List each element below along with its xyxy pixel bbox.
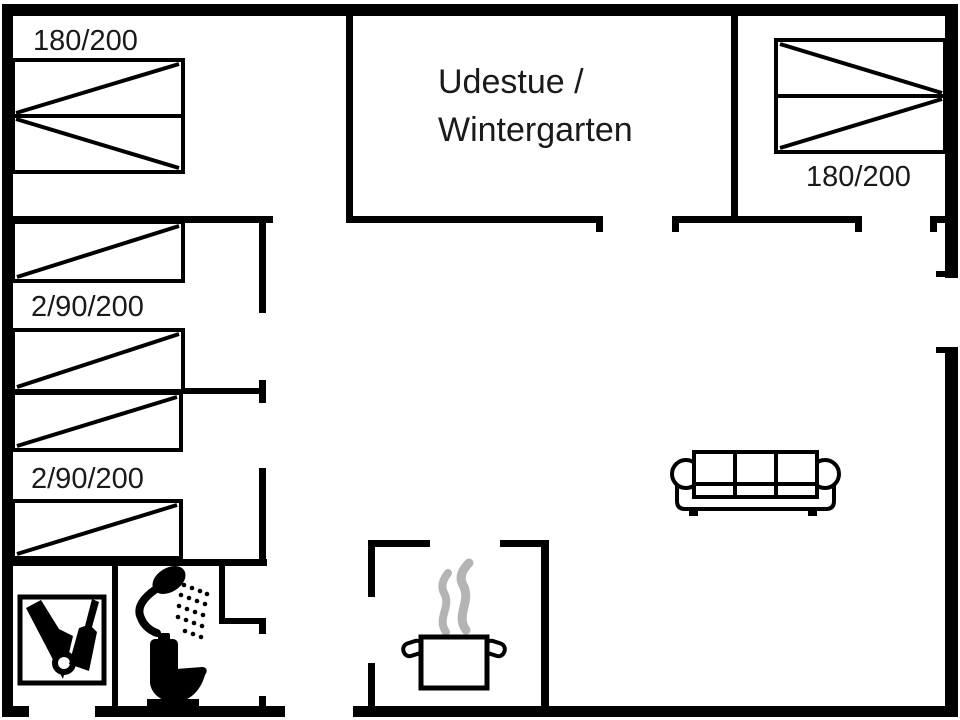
wall-conservatory-left	[346, 4, 353, 223]
bed-size-label: 180/200	[33, 25, 138, 57]
double-bed-icon	[11, 58, 185, 174]
bed-size-label: 180/200	[806, 161, 911, 193]
single-bed-icon	[11, 391, 183, 452]
wall-tick	[596, 223, 603, 232]
wall-outer-left	[2, 4, 13, 717]
wall-conservatory-bottom-left	[346, 216, 603, 223]
toilet-icon	[147, 633, 207, 707]
wall-doorframe-cap	[259, 380, 266, 403]
wall-kitchen-right	[541, 540, 549, 706]
wall-outer-bottom-left-foot	[2, 706, 29, 717]
single-bed-icon	[11, 328, 185, 393]
wall-tick	[930, 223, 937, 232]
double-bed-icon	[774, 38, 947, 154]
single-bed-icon	[11, 499, 183, 560]
wall-outer-right-upper	[945, 4, 958, 278]
wall-doorframe-cap	[259, 624, 266, 634]
wall-hallway-lower	[259, 468, 266, 564]
cooking-pot-icon	[401, 558, 507, 691]
wall-tick	[936, 271, 945, 277]
sofa-icon	[670, 450, 841, 516]
wall-kitchen-top-left	[368, 540, 430, 547]
wall-outer-bottom-right	[353, 706, 958, 717]
wall-doorframe-cap	[259, 696, 266, 706]
wall-tick	[672, 223, 679, 232]
shower-icon	[135, 566, 210, 640]
wall-outer-bottom-mid	[95, 706, 285, 717]
wall-hallway-upper	[259, 216, 266, 313]
room-name-line1: Udestue /	[438, 63, 584, 101]
wall-kitchen-top-right	[500, 540, 549, 547]
wall-outer-top	[2, 4, 958, 16]
bed-size-label: 2/90/200	[31, 291, 144, 323]
wall-toilet-step	[219, 618, 266, 624]
wall-bathroom-divider	[112, 559, 118, 706]
wall-bedroom-divider-a	[2, 216, 273, 223]
bed-size-label: 2/90/200	[31, 463, 144, 495]
room-name-line2: Wintergarten	[438, 111, 633, 149]
wall-bedroom-right-bottom	[930, 216, 958, 223]
wall-conservatory-bottom-right	[672, 216, 862, 223]
wall-bedroom-divider-b	[181, 388, 266, 394]
walls	[2, 4, 958, 717]
wall-conservatory-bedroom-divider	[731, 4, 738, 223]
utility-tools-icon	[17, 594, 107, 686]
wall-tick	[936, 347, 945, 353]
shower-spray-dots	[175, 582, 210, 640]
wall-toilet-right-upper	[219, 559, 225, 624]
wall-kitchen-left-lower	[368, 663, 375, 706]
single-bed-icon	[11, 220, 185, 283]
wall-outer-right-lower	[945, 347, 958, 717]
wall-tick	[855, 223, 862, 232]
wall-bathroom-top	[2, 559, 267, 566]
wall-kitchen-left-upper	[368, 540, 375, 597]
